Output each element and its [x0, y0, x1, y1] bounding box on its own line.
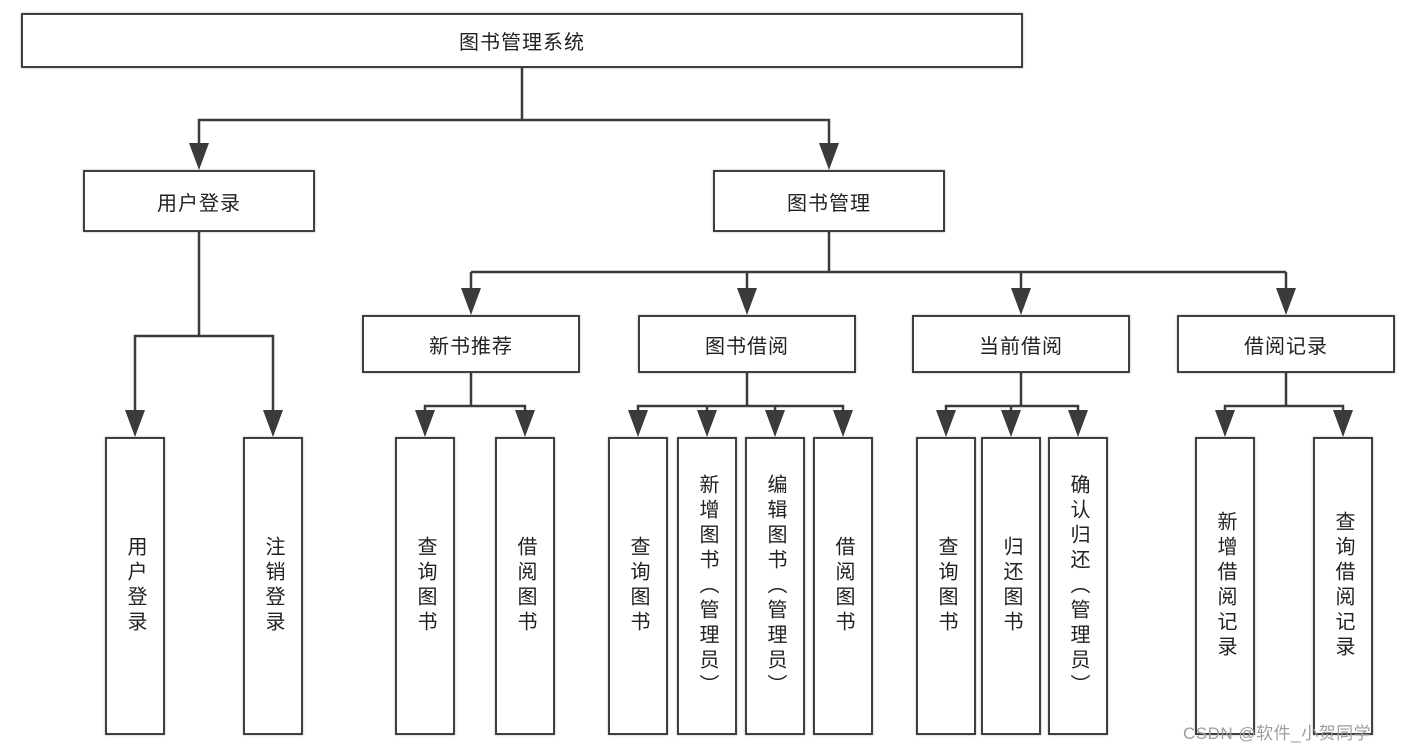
node-label: 归还图书: [1000, 536, 1022, 636]
node-search-books-1: 查询图书: [395, 437, 455, 735]
node-book-management: 图书管理: [713, 170, 945, 232]
node-label: 查询图书: [414, 536, 436, 636]
node-user-login-leaf: 用户登录: [105, 437, 165, 735]
node-label: 图书借阅: [705, 335, 789, 358]
node-label: 查询图书: [627, 536, 649, 636]
node-label: 借阅记录: [1244, 335, 1328, 358]
node-label: 新书推荐: [429, 335, 513, 358]
node-label: 借阅图书: [514, 536, 536, 636]
node-label: 借阅图书: [832, 536, 854, 636]
connector-current-borrow-to-leaves: [936, 373, 1088, 437]
node-library-management-system: 图书管理系统: [21, 13, 1023, 68]
node-label: 图书管理: [787, 192, 871, 215]
node-logout: 注销登录: [243, 437, 303, 735]
node-return-books: 归还图书: [981, 437, 1041, 735]
node-label: 新增图书（管理员）: [696, 473, 718, 699]
node-label: 用户登录: [157, 192, 241, 215]
node-edit-books-admin: 编辑图书（管理员）: [745, 437, 805, 735]
node-label: 编辑图书（管理员）: [764, 473, 786, 699]
csdn-watermark: CSDN @软件_小贺同学: [1183, 724, 1372, 743]
node-confirm-return-admin: 确认归还（管理员）: [1048, 437, 1108, 735]
node-add-borrow-record: 新增借阅记录: [1195, 437, 1255, 735]
connector-book-borrow-to-leaves: [628, 373, 853, 437]
node-label: 图书管理系统: [459, 32, 585, 54]
node-label: 用户登录: [124, 536, 146, 636]
connector-new-book-recommend-to-leaves: [415, 373, 535, 437]
node-borrow-books-2: 借阅图书: [813, 437, 873, 735]
node-new-book-recommendation: 新书推荐: [362, 315, 580, 373]
node-label: 查询图书: [935, 536, 957, 636]
node-search-books-2: 查询图书: [608, 437, 668, 735]
node-label: 确认归还（管理员）: [1067, 473, 1089, 699]
connector-user-login-to-leaves: [125, 232, 283, 437]
node-borrowing-records: 借阅记录: [1177, 315, 1395, 373]
node-label: 查询借阅记录: [1332, 511, 1354, 661]
connector-book-management-to-level3: [461, 232, 1296, 315]
node-label: 新增借阅记录: [1214, 511, 1236, 661]
node-label: 当前借阅: [979, 335, 1063, 358]
node-book-borrowing: 图书借阅: [638, 315, 856, 373]
node-search-borrow-record: 查询借阅记录: [1313, 437, 1373, 735]
node-add-books-admin: 新增图书（管理员）: [677, 437, 737, 735]
connector-borrow-records-to-leaves: [1215, 373, 1353, 437]
node-label: 注销登录: [262, 536, 284, 636]
node-user-login: 用户登录: [83, 170, 315, 232]
node-search-books-3: 查询图书: [916, 437, 976, 735]
node-current-borrowing: 当前借阅: [912, 315, 1130, 373]
connector-root-to-level2: [189, 68, 839, 170]
node-borrow-books-1: 借阅图书: [495, 437, 555, 735]
